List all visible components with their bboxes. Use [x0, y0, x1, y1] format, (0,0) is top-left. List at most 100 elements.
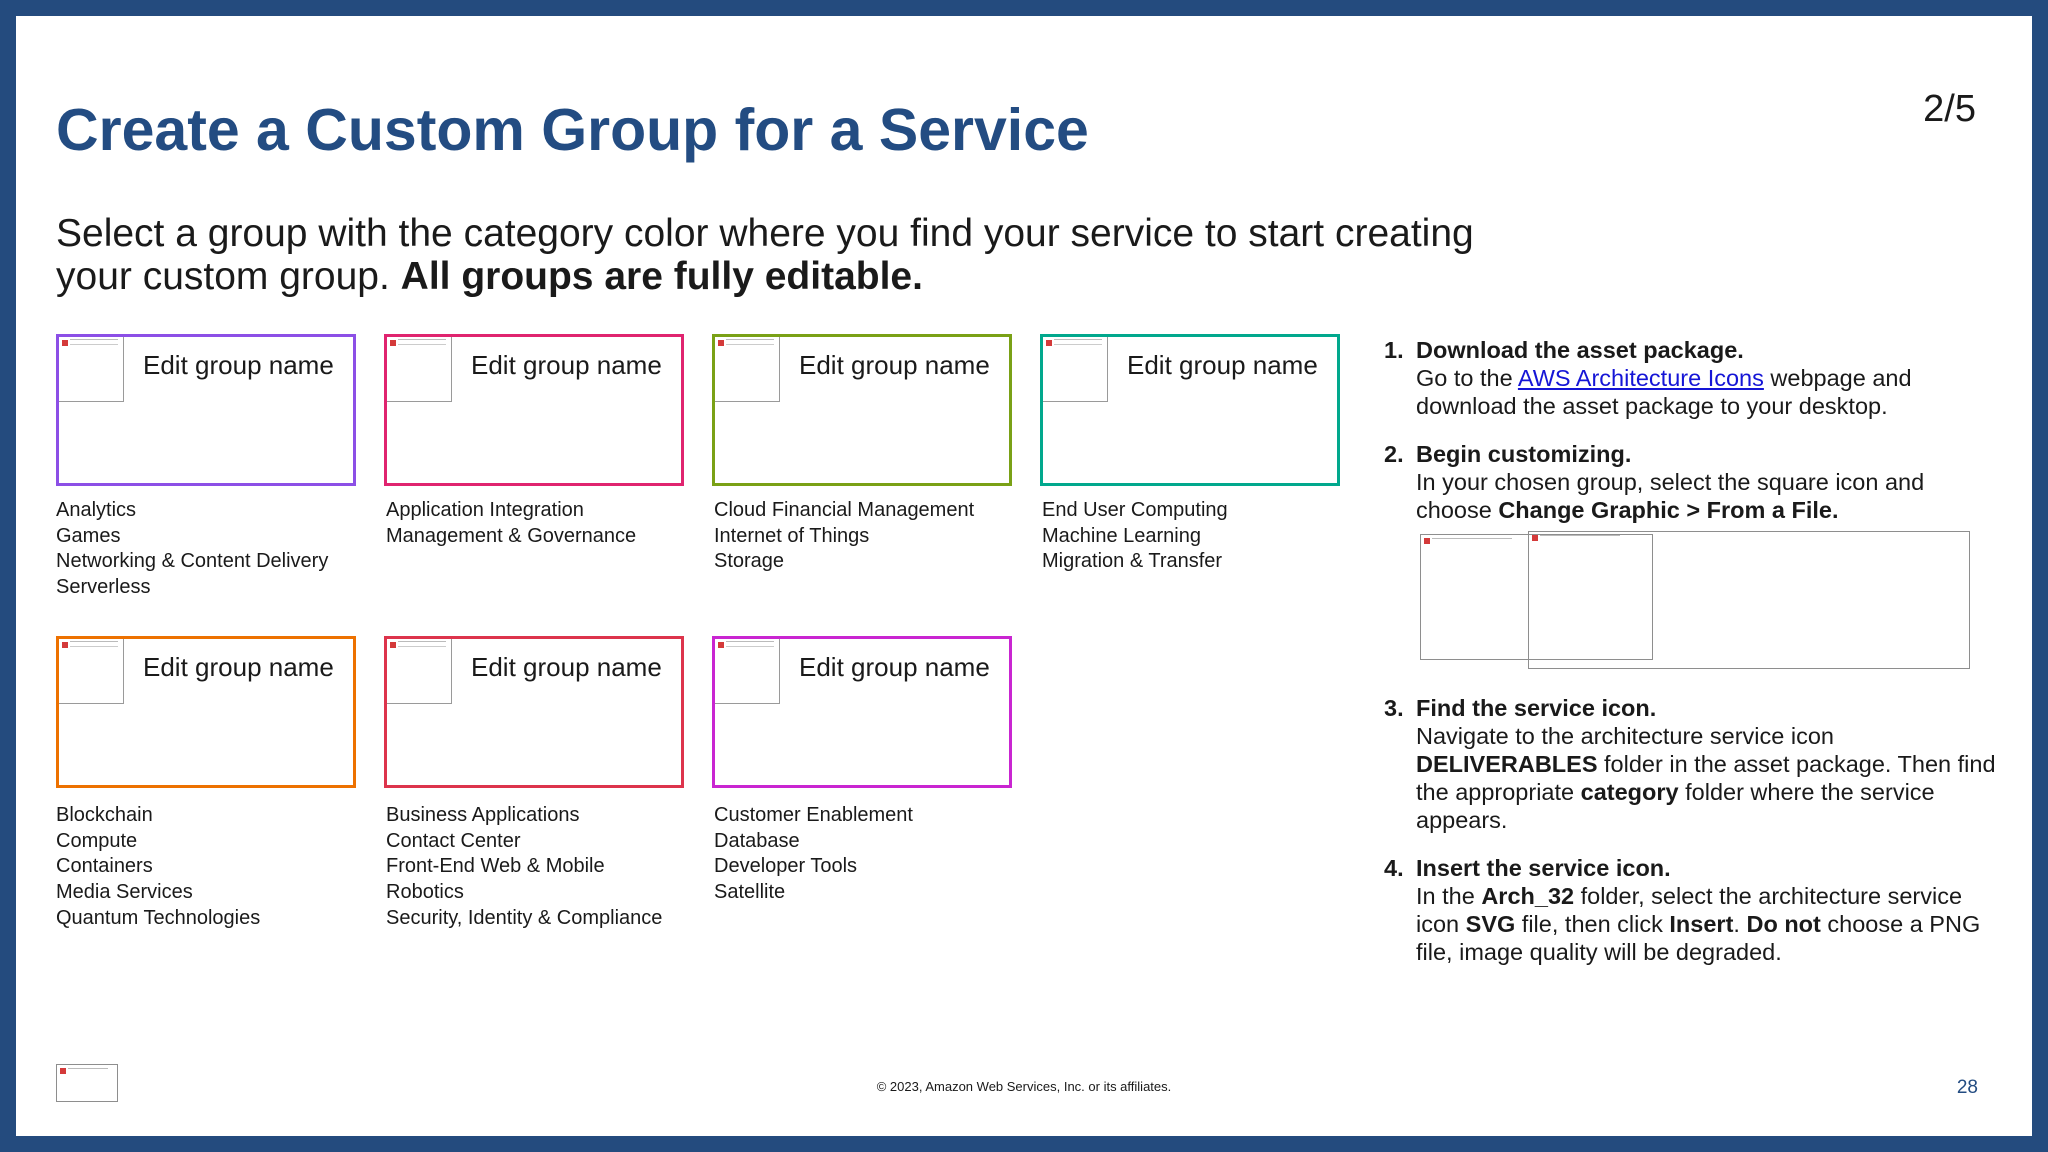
- screenshot-placeholder: [1420, 534, 1653, 660]
- category-item: Management & Governance: [386, 524, 637, 547]
- category-list-4: End User Computing Machine Learning Migr…: [1042, 498, 1228, 575]
- category-list-5: Blockchain Compute Containers Media Serv…: [56, 803, 260, 932]
- placeholder-text-lines: [726, 339, 774, 345]
- placeholder-text-lines: [398, 339, 446, 345]
- category-item: Database: [714, 829, 800, 852]
- category-item: Media Services: [56, 881, 193, 904]
- placeholder-text-lines: [1540, 535, 1620, 539]
- placeholder-text-lines: [68, 1068, 108, 1072]
- group-card-customer-enablement[interactable]: Edit group name: [712, 636, 1012, 788]
- step-heading: Download the asset package.: [1416, 337, 1744, 363]
- step-text: .: [1733, 911, 1747, 937]
- slide-title: Create a Custom Group for a Service: [56, 97, 1089, 163]
- step-bold-text: Change Graphic > From a File.: [1498, 497, 1839, 523]
- broken-image-icon: [390, 340, 396, 346]
- category-item: Customer Enablement: [714, 804, 913, 826]
- instruction-steps: 1. Download the asset package. Go to the…: [1384, 336, 2004, 966]
- broken-image-icon: [718, 340, 724, 346]
- step-text: folder, select the architecture service …: [1416, 883, 1963, 937]
- step-bold-text: Do not: [1746, 911, 1821, 937]
- broken-image-icon: [718, 642, 724, 648]
- page-counter: 2/5: [1923, 88, 1976, 130]
- step-text: folder in the asset package. Then find t…: [1416, 751, 1996, 805]
- group-icon-placeholder[interactable]: [1043, 337, 1108, 402]
- slide-subtitle: Select a group with the category color w…: [56, 212, 1536, 298]
- group-name-label[interactable]: Edit group name: [799, 350, 990, 380]
- step-text: Navigate to the architecture service ico…: [1416, 723, 1834, 749]
- group-name-label[interactable]: Edit group name: [143, 350, 334, 380]
- step-heading: Find the service icon.: [1416, 695, 1657, 721]
- step-number: 3.: [1384, 695, 1404, 721]
- group-card-blockchain[interactable]: Edit group name: [56, 636, 356, 788]
- category-item: Storage: [714, 550, 785, 573]
- group-card-end-user-computing[interactable]: Edit group name: [1040, 334, 1340, 486]
- group-name-label[interactable]: Edit group name: [1127, 350, 1318, 380]
- broken-image-icon: [1424, 538, 1430, 544]
- group-name-label[interactable]: Edit group name: [143, 652, 334, 682]
- category-item: Developer Tools: [714, 855, 858, 878]
- broken-image-icon: [1532, 535, 1538, 541]
- group-card-business-applications[interactable]: Edit group name: [384, 636, 684, 788]
- group-icon-placeholder[interactable]: [59, 639, 124, 704]
- subtitle-text: Select a group with the category color w…: [56, 212, 1474, 298]
- aws-architecture-icons-link[interactable]: AWS Architecture Icons: [1517, 365, 1764, 391]
- slide-page-number: 28: [1956, 1077, 1978, 1098]
- step-text: webpage and download the asset package t…: [1416, 365, 1912, 419]
- group-card-application-integration[interactable]: Edit group name: [384, 334, 684, 486]
- category-item: Compute: [56, 829, 138, 852]
- step-number: 2.: [1384, 441, 1404, 467]
- step-text: In the: [1416, 883, 1482, 909]
- footer-copyright: © 2023, Amazon Web Services, Inc. or its…: [876, 1079, 1172, 1094]
- category-list-3: Cloud Financial Management Internet of T…: [714, 498, 974, 575]
- category-item: Games: [56, 524, 121, 547]
- aws-logo-placeholder: [56, 1064, 118, 1102]
- category-item: Satellite: [714, 881, 786, 904]
- group-icon-placeholder[interactable]: [387, 639, 452, 704]
- broken-image-icon: [62, 642, 68, 648]
- category-item: Front-End Web & Mobile: [386, 855, 605, 878]
- category-list-1: Analytics Games Networking & Content Del…: [56, 498, 328, 601]
- placeholder-text-lines: [1054, 339, 1102, 345]
- category-list-6: Business Applications Contact Center Fro…: [386, 803, 662, 932]
- group-name-label[interactable]: Edit group name: [471, 350, 662, 380]
- category-item: Cloud Financial Management: [714, 499, 975, 521]
- placeholder-text-lines: [398, 641, 446, 647]
- step-text: Go to the: [1416, 365, 1518, 391]
- group-icon-placeholder[interactable]: [715, 337, 780, 402]
- group-card-analytics[interactable]: Edit group name: [56, 334, 356, 486]
- category-item: Security, Identity & Compliance: [386, 906, 663, 929]
- category-item: Containers: [56, 855, 153, 878]
- group-card-cloud-financial-management[interactable]: Edit group name: [712, 334, 1012, 486]
- step-text: In your chosen group, select the square …: [1416, 469, 1925, 523]
- category-item: Analytics: [56, 499, 137, 521]
- category-item: Application Integration: [386, 499, 584, 521]
- category-item: Business Applications: [386, 804, 580, 826]
- step-2: 2. Begin customizing. In your chosen gro…: [1384, 440, 2004, 524]
- step-text: file, then click: [1515, 911, 1670, 937]
- category-item: Serverless: [56, 576, 151, 599]
- group-icon-placeholder[interactable]: [715, 639, 780, 704]
- group-name-label[interactable]: Edit group name: [799, 652, 990, 682]
- step-1: 1. Download the asset package. Go to the…: [1384, 336, 2004, 420]
- placeholder-text-lines: [726, 641, 774, 647]
- step-bold-text: category: [1580, 779, 1679, 805]
- placeholder-text-lines: [1432, 538, 1512, 542]
- category-item: Blockchain: [56, 804, 153, 826]
- category-item: Networking & Content Delivery: [56, 550, 329, 573]
- screenshot-placeholder-area: [1384, 531, 2004, 694]
- step-bold-text: DELIVERABLES: [1416, 751, 1598, 777]
- step-number: 4.: [1384, 855, 1404, 881]
- step-heading: Begin customizing.: [1416, 441, 1632, 467]
- broken-image-icon: [60, 1068, 66, 1074]
- broken-image-icon: [1046, 340, 1052, 346]
- group-icon-placeholder[interactable]: [387, 337, 452, 402]
- category-list-2: Application Integration Management & Gov…: [386, 498, 636, 549]
- category-item: Quantum Technologies: [56, 906, 261, 929]
- step-bold-text: Insert: [1669, 911, 1734, 937]
- step-text: folder where the service appears.: [1416, 779, 1935, 833]
- category-item: Internet of Things: [714, 524, 870, 547]
- group-icon-placeholder[interactable]: [59, 337, 124, 402]
- subtitle-bold: All groups are fully editable.: [400, 255, 923, 298]
- category-item: Contact Center: [386, 829, 521, 852]
- group-name-label[interactable]: Edit group name: [471, 652, 662, 682]
